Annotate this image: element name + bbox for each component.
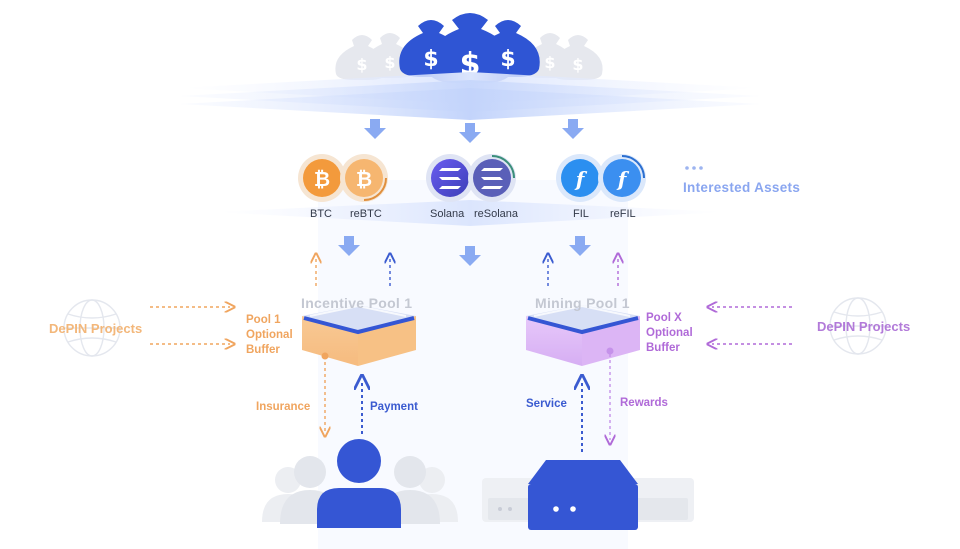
incentive-pool-tray xyxy=(302,304,416,366)
resolana-label: reSolana xyxy=(474,208,519,220)
svg-text:f: f xyxy=(574,167,588,191)
solana-icon xyxy=(426,154,474,202)
globe-icon xyxy=(63,299,121,357)
svg-text:₿: ₿ xyxy=(356,167,372,191)
rebtc-icon: ₿ xyxy=(340,154,388,202)
depin-projects-left: DePIN Projects xyxy=(49,321,143,336)
refil-label: reFIL xyxy=(610,208,636,220)
mining-buffer-label: Pool X Optional Buffer xyxy=(646,312,693,354)
server-icon xyxy=(482,460,694,530)
rewards-dot xyxy=(606,347,614,355)
svg-text:$: $ xyxy=(423,47,438,72)
resolana-icon xyxy=(468,154,516,202)
refil-icon: f xyxy=(598,154,646,202)
insurance-dot xyxy=(321,352,329,360)
svg-text:$: $ xyxy=(544,53,555,72)
rewards-label: Rewards xyxy=(620,397,668,409)
ellipsis-icon xyxy=(685,166,703,170)
svg-text:$: $ xyxy=(356,55,367,74)
money-bag-icon xyxy=(399,13,540,83)
down-arrows-mid xyxy=(338,236,591,266)
user-group-icon xyxy=(262,439,458,528)
service-label: Service xyxy=(526,398,567,410)
svg-text:$: $ xyxy=(500,47,515,72)
btc-label: BTC xyxy=(310,208,332,220)
payment-label: Payment xyxy=(370,401,418,413)
svg-text:f: f xyxy=(616,167,630,191)
incentive-pool-title: Incentive Pool 1 xyxy=(301,295,413,311)
svg-text:$: $ xyxy=(572,55,583,74)
assets-band xyxy=(215,200,725,226)
depin-projects-right: DePIN Projects xyxy=(817,319,911,334)
rebtc-label: reBTC xyxy=(350,208,382,220)
mining-pool-tray xyxy=(526,304,640,366)
svg-text:$: $ xyxy=(384,53,395,72)
btc-icon: ₿ xyxy=(298,154,346,202)
svg-text:₿: ₿ xyxy=(314,167,330,191)
globe-icon-right xyxy=(829,297,887,355)
solana-label: Solana xyxy=(430,208,465,220)
incentive-buffer-label: Pool 1 Optional Buffer xyxy=(246,314,293,356)
funds-band xyxy=(180,72,760,120)
interested-assets-label: Interested Assets xyxy=(683,180,801,195)
money-bags: $$$$ $ $ $ xyxy=(335,13,603,83)
down-arrows-top xyxy=(364,119,584,143)
fil-label: FIL xyxy=(573,208,589,220)
fil-icon: f xyxy=(556,154,604,202)
mining-pool-title: Mining Pool 1 xyxy=(535,295,630,311)
insurance-label: Insurance xyxy=(256,401,311,413)
